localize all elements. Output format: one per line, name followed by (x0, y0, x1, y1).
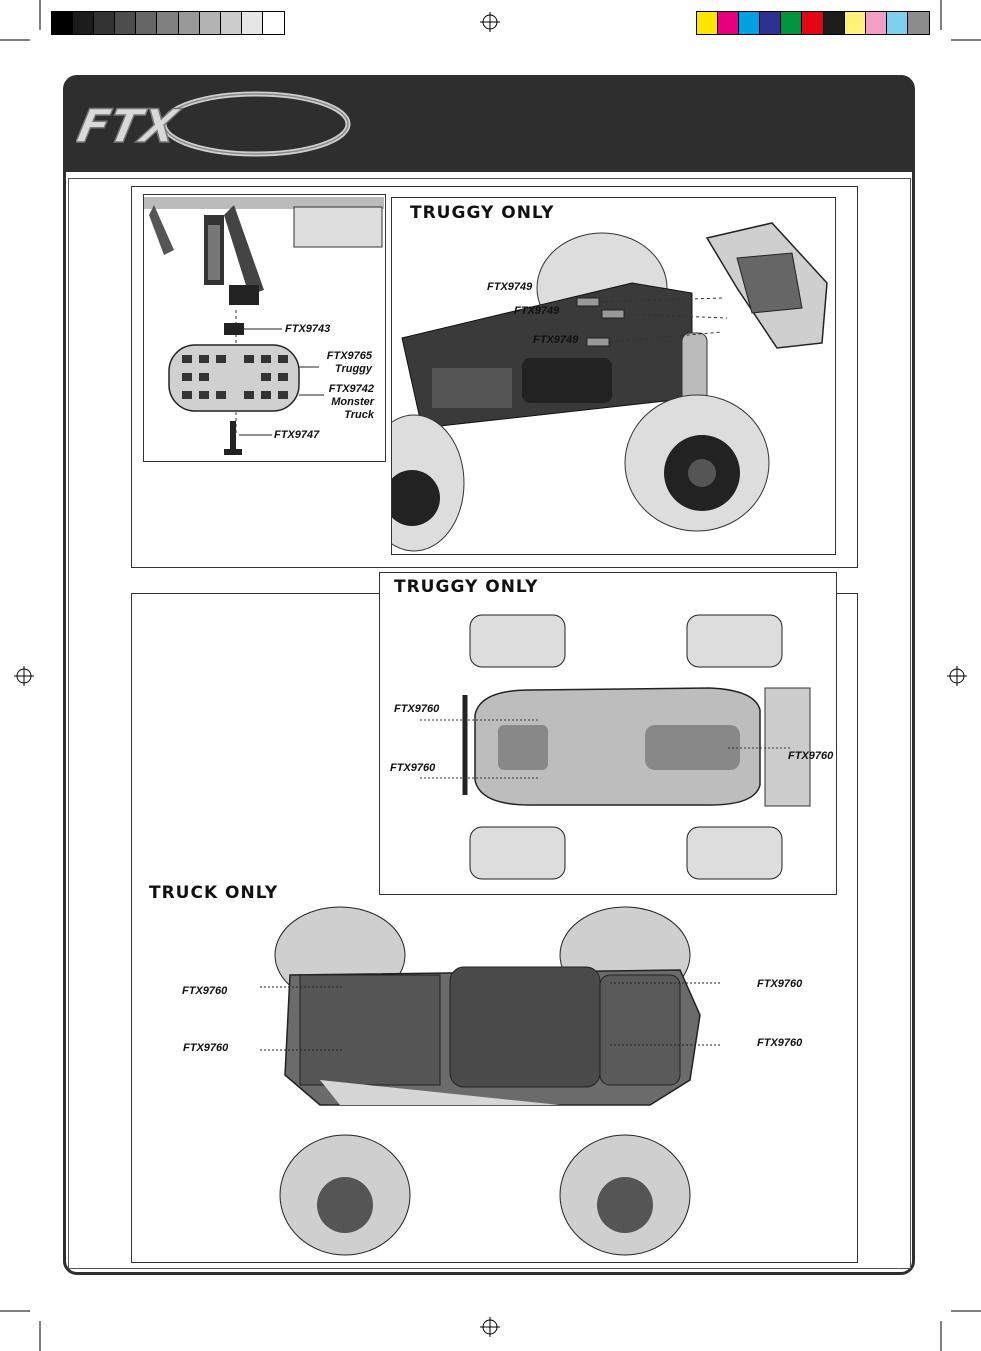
ftx-logo: FTX (76, 91, 351, 157)
label-truck-clip-3: FTX9760 (757, 978, 803, 990)
label-wing-screw-2: FTX9749 (514, 305, 560, 317)
label-truggy-wheel-code: FTX9765 (326, 350, 372, 362)
gray-swatch (135, 11, 159, 35)
gray-swatch (240, 11, 264, 35)
label-body-clip-3: FTX9760 (788, 750, 834, 762)
gray-swatch (72, 11, 96, 35)
label-truggy-wheel-name: Truggy (334, 363, 372, 375)
panel3-title: TRUGGY ONLY (394, 577, 539, 597)
label-hub: FTX9743 (285, 323, 331, 335)
panel2-title: TRUGGY ONLY (410, 203, 555, 223)
label-monster-wheel-code: FTX9742 (328, 383, 374, 395)
label-wing-screw-1: FTX9749 (487, 281, 533, 293)
label-body-clip-1: FTX9760 (394, 703, 440, 715)
gray-swatch (261, 11, 285, 35)
label-wing-screw-3: FTX9749 (533, 334, 579, 346)
gray-swatch (198, 11, 222, 35)
label-monster-wheel-name1: Monster (331, 396, 374, 408)
label-wheel-nut: FTX9747 (274, 429, 320, 441)
gray-swatch (156, 11, 180, 35)
gray-swatch (50, 11, 75, 35)
label-body-clip-2: FTX9760 (390, 762, 436, 774)
color-swatch (695, 11, 720, 35)
color-swatch (801, 11, 825, 35)
truggy-body-drawing (420, 614, 811, 880)
color-swatch (864, 11, 888, 35)
color-swatch (780, 11, 804, 35)
gray-swatch (114, 11, 138, 35)
label-truck-clip-4: FTX9760 (757, 1037, 803, 1049)
color-swatch (843, 11, 867, 35)
gray-swatch (177, 11, 201, 35)
logo-text: FTX (76, 99, 184, 152)
color-swatch (717, 11, 741, 35)
color-swatch (822, 11, 846, 35)
color-swatch (906, 11, 930, 35)
registration-target-icon (14, 12, 967, 1337)
truggy-chassis-drawing (392, 222, 828, 552)
color-swatch (738, 11, 762, 35)
inner-frame (68, 178, 911, 1269)
header-band (64, 76, 914, 172)
color-swatch (759, 11, 783, 35)
registration-bar-gray (50, 11, 285, 35)
label-truck-clip-2: FTX9760 (183, 1042, 229, 1054)
gray-swatch (219, 11, 243, 35)
registration-bar-color (695, 11, 930, 35)
gray-swatch (93, 11, 117, 35)
truck-body-drawing (260, 906, 720, 1256)
label-monster-wheel-name2: Truck (344, 409, 374, 421)
panel4-title: TRUCK ONLY (149, 883, 279, 903)
wheel-assembly-drawing (144, 197, 384, 455)
label-truck-clip-1: FTX9760 (182, 985, 228, 997)
color-swatch (885, 11, 909, 35)
